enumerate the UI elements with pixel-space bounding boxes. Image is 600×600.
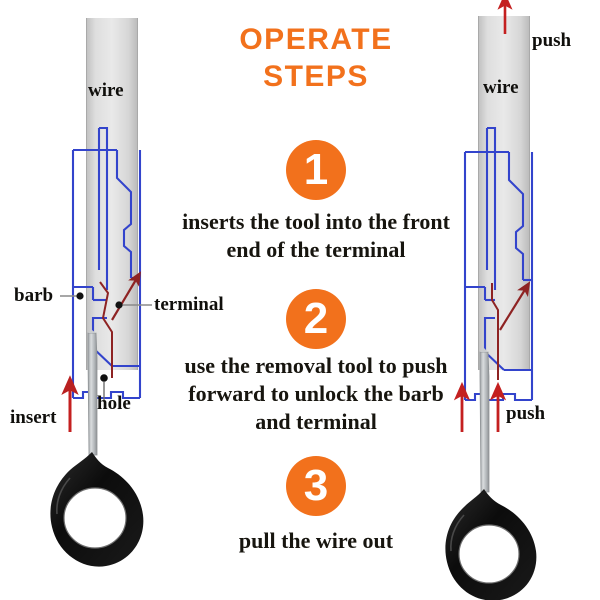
right-diagram-panel: push wire push [440,0,600,600]
barb-line [491,283,499,380]
label-push-top: push [532,30,572,51]
label-wire-right: wire [483,77,519,98]
barb-line [99,281,113,378]
terminal-outline [463,126,534,402]
step-badge-1: 1 [286,140,346,200]
left-diagram-panel: wire barb terminal hole insert [0,0,224,600]
page-title: OPERATE STEPS [168,22,464,95]
label-terminal: terminal [154,294,224,315]
callout-leaders [60,292,152,400]
tool-tip [480,348,488,352]
label-barb: barb [14,285,54,306]
tool-handle-ring [50,452,144,567]
step-text-2: use the removal tool to push forward to … [184,353,448,435]
label-hole: hole [97,393,131,414]
title-line-2: STEPS [263,59,369,93]
step-text-1: inserts the tool into the front end of t… [182,209,450,263]
instructions-column: OPERATE STEPS 1 inserts the tool into th… [168,0,464,600]
wire-body [86,18,138,370]
tool-tip [88,330,96,333]
barb-direction-arrow [499,281,531,331]
tool-handle-ring [445,489,537,600]
tool-shaft [479,351,490,493]
left-diagram-svg [50,18,152,567]
label-insert: insert [10,407,57,428]
step-badge-3: 3 [286,456,346,516]
barb-direction-arrow [111,271,142,321]
step-badge-2: 2 [286,289,346,349]
step-text-3: pull the wire out [238,528,394,553]
label-wire-left: wire [88,80,124,101]
tool-shaft [87,332,98,456]
right-diagram-svg [445,0,537,600]
terminal-outline [71,126,142,400]
label-push-bottom: push [506,403,546,424]
title-line-1: OPERATE [239,23,393,56]
